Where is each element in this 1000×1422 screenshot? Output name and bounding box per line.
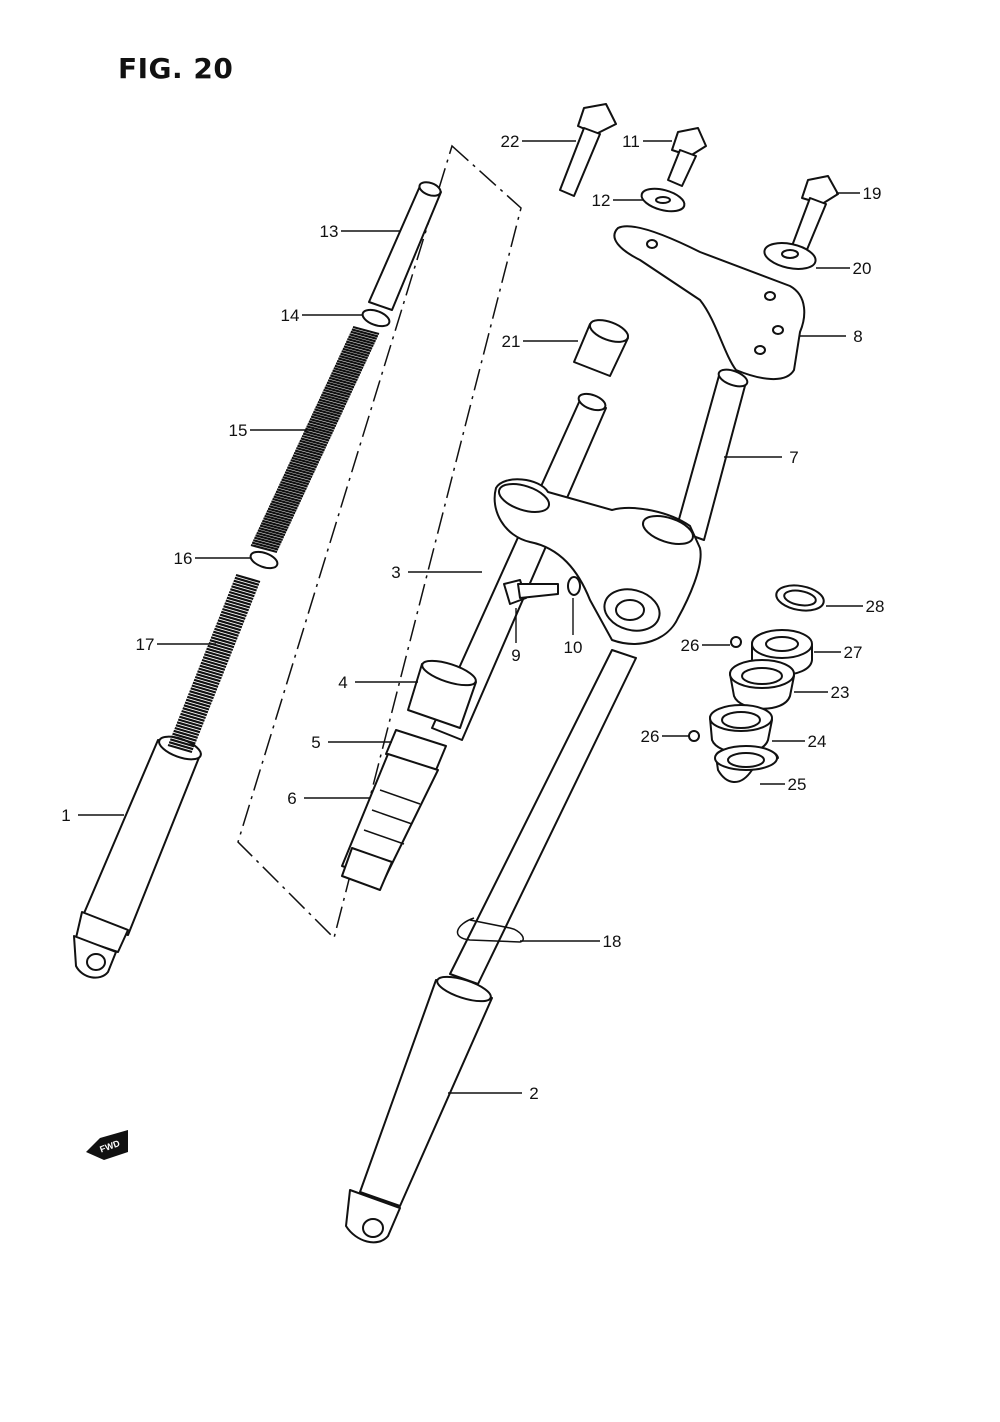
part-washer-10	[567, 576, 581, 596]
callout-number: 7	[789, 448, 798, 467]
part-fork-leg-assembly	[345, 649, 637, 1244]
callout-number: 15	[229, 421, 248, 440]
assembly-boundary	[237, 144, 522, 940]
part-washer-28	[775, 584, 825, 612]
callout-number: 17	[136, 635, 155, 654]
part-ball-26a	[730, 636, 742, 648]
part-inner-tube	[431, 392, 607, 741]
part-clip	[456, 917, 524, 943]
callout-number: 19	[863, 184, 882, 203]
callout-number: 27	[844, 643, 863, 662]
callout-number: 14	[281, 306, 300, 325]
callout-number: 26	[681, 636, 700, 655]
callout-number: 1	[61, 806, 70, 825]
part-upper-bracket	[613, 225, 806, 381]
callout-number: 5	[311, 733, 320, 752]
part-race-23	[729, 659, 795, 710]
callout-number: 28	[866, 597, 885, 616]
callout-number: 24	[808, 732, 827, 751]
callout-number: 10	[564, 638, 583, 657]
callout-number: 3	[391, 563, 400, 582]
part-spring-upper	[250, 325, 380, 554]
callout-number: 26	[641, 727, 660, 746]
part-spring-lower	[167, 573, 261, 754]
figure-title: FIG. 20	[118, 52, 234, 85]
part-bolt-22	[559, 103, 617, 197]
callout-number: 12	[592, 191, 611, 210]
part-race-24	[709, 704, 773, 754]
part-steering-stem	[493, 368, 749, 645]
part-cap	[573, 319, 630, 377]
callout-number: 6	[287, 789, 296, 808]
part-oil-seal	[407, 659, 477, 729]
part-bolt-11	[667, 127, 707, 187]
fwd-badge: FWD	[86, 1130, 128, 1160]
callout-number: 21	[502, 332, 521, 351]
part-ball-26b	[688, 730, 700, 742]
callout-number: 4	[338, 673, 347, 692]
part-bolt-9	[503, 579, 559, 605]
part-damper-rod	[341, 753, 439, 891]
part-spacer-tube	[368, 181, 442, 311]
part-outer-tube-left	[73, 735, 202, 979]
callout-number: 22	[501, 132, 520, 151]
part-washer-12	[640, 187, 686, 213]
callout-number: 13	[320, 222, 339, 241]
callout-number: 18	[603, 932, 622, 951]
callout-number: 9	[511, 646, 520, 665]
part-washer-20	[763, 242, 817, 270]
part-race-25	[714, 745, 779, 783]
callout-number: 25	[788, 775, 807, 794]
callout-number: 23	[831, 683, 850, 702]
part-washer-16	[249, 550, 279, 570]
callout-number: 20	[853, 259, 872, 278]
callout-number: 16	[174, 549, 193, 568]
part-washer-14	[361, 308, 391, 328]
callout-number: 2	[529, 1084, 538, 1103]
callout-number: 11	[622, 132, 640, 151]
part-bolt-19	[791, 175, 839, 253]
callout-number: 8	[853, 327, 862, 346]
